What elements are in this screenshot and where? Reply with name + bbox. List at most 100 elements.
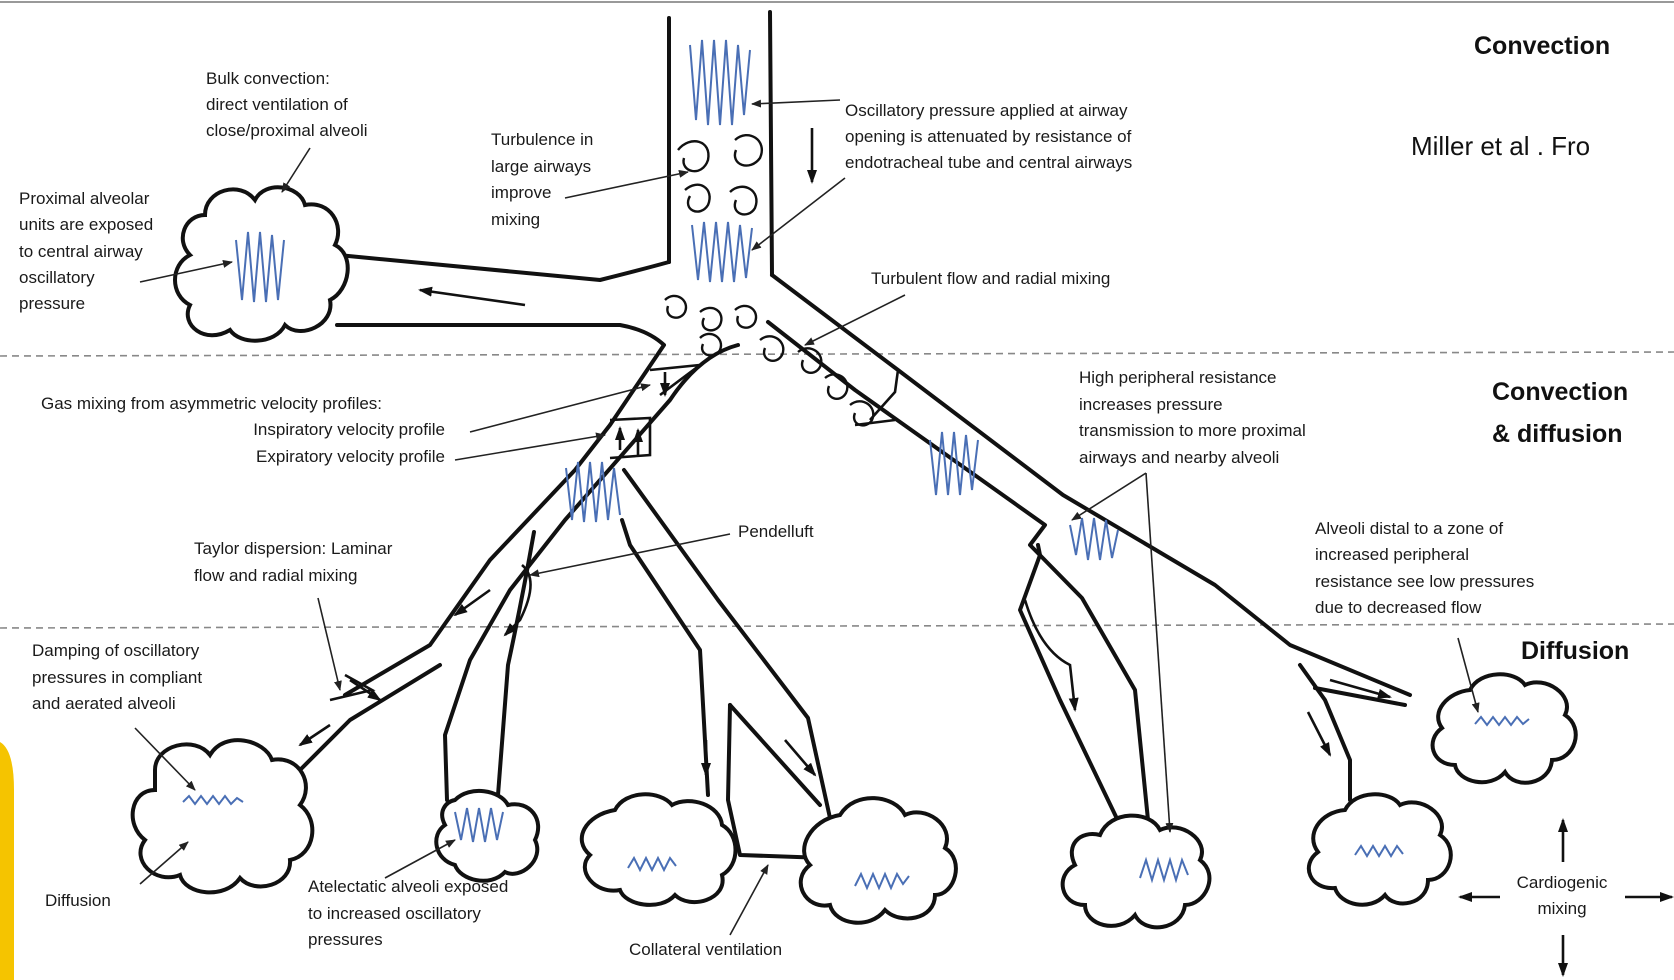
label-line: Proximal alveolar: [19, 189, 150, 208]
wave-trachea-top: [690, 40, 750, 125]
label-line: due to decreased flow: [1315, 598, 1482, 617]
eddy-5: [665, 296, 686, 318]
label-collateral: Collateral ventilation: [629, 940, 782, 959]
label-line: mixing: [491, 210, 540, 229]
right-distal-branch: [1300, 665, 1350, 800]
left-accent-bar: [0, 742, 14, 980]
alveolus-collateral-right: [801, 798, 956, 923]
eddy-11: [825, 374, 847, 398]
label-line: increases pressure: [1079, 395, 1223, 414]
label-line: increased peripheral: [1315, 545, 1469, 564]
label-diffusion: Diffusion: [45, 891, 111, 910]
eddy-1: [678, 141, 708, 171]
label-line: Taylor dispersion: Laminar: [194, 539, 393, 558]
label-turbulent-flow: Turbulent flow and radial mixing: [871, 269, 1110, 288]
label-line: transmission to more proximal: [1079, 421, 1306, 440]
label-line: mixing: [1537, 899, 1586, 918]
zone-title-diffusion: Diffusion: [1521, 637, 1629, 665]
label-line: large airways: [491, 157, 591, 176]
wave-right-bronchus: [930, 432, 978, 495]
zone-divider-upper: [0, 352, 1674, 356]
label-line: to central airway: [19, 242, 143, 261]
label-line: High peripheral resistance: [1079, 368, 1277, 387]
zone-divider-lower: [0, 624, 1674, 628]
label-line: Oscillatory pressure applied at airway: [845, 101, 1128, 120]
label-line: opening is attenuated by resistance of: [845, 127, 1132, 146]
leader-oscillatory-1: [752, 100, 840, 104]
left-branch-inner: [445, 345, 738, 800]
alveolus-collateral-left: [582, 794, 736, 905]
alveolus-distal-right: [1433, 674, 1576, 782]
wave-trachea-low: [692, 222, 752, 282]
label-inspiratory: Inspiratory velocity profile: [253, 420, 445, 439]
label-line: resistance see low pressures: [1315, 572, 1534, 591]
eddy-4: [730, 187, 756, 215]
label-line: oscillatory: [19, 268, 95, 287]
flow-arrow-left-bronchus: [420, 290, 525, 305]
label-damping: Damping of oscillatory pressures in comp…: [32, 641, 202, 713]
label-alveoli-distal: Alveoli distal to a zone of increased pe…: [1315, 519, 1534, 617]
label-line: Atelectatic alveoli exposed: [308, 877, 508, 896]
left-bronchus-lower: [337, 325, 664, 695]
right-bronchus-upper: [772, 275, 1410, 695]
flow-arrow-distal-lower: [1308, 712, 1330, 755]
eddy-3: [685, 185, 710, 212]
label-line: Damping of oscillatory: [32, 641, 200, 660]
right-eddy-box-base: [855, 420, 895, 425]
label-high-peripheral: High peripheral resistance increases pre…: [1079, 368, 1306, 467]
label-line: Turbulence in: [491, 130, 593, 149]
leader-bulk-convection: [282, 148, 310, 192]
leader-taylor: [318, 598, 340, 690]
leader-high-resistance-2: [1146, 473, 1170, 832]
right-distal-upper: [1315, 688, 1405, 705]
eddy-2: [735, 135, 762, 165]
eddy-7: [735, 306, 756, 328]
alveolus-right-lower: [1309, 794, 1451, 904]
label-line: Cardiogenic: [1517, 873, 1608, 892]
label-atelectatic: Atelectatic alveoli exposed to increased…: [308, 877, 508, 949]
eddy-9: [760, 336, 783, 360]
label-cardiogenic: Cardiogenic mixing: [1517, 873, 1608, 918]
zone-title-convection-diffusion-2: & diffusion: [1492, 420, 1623, 448]
zone-title-convection-diffusion-1: Convection: [1492, 378, 1628, 406]
alveolus-proximal: [175, 187, 348, 340]
label-taylor: Taylor dispersion: Laminar flow and radi…: [194, 539, 393, 585]
label-line: units are exposed: [19, 215, 153, 234]
label-line: pressures in compliant: [32, 668, 202, 687]
alveolus-atelectatic: [436, 791, 538, 881]
central-branch-left: [622, 520, 708, 795]
label-line: Alveoli distal to a zone of: [1315, 519, 1503, 538]
label-line: to increased oscillatory: [308, 904, 481, 923]
label-pendelluft: Pendelluft: [738, 522, 814, 541]
eddy-12: [850, 401, 873, 425]
leader-oscillatory-2: [752, 178, 845, 250]
label-line: flow and radial mixing: [194, 566, 357, 585]
alveolus-left-damping: [133, 740, 313, 892]
left-bronchus-upper: [338, 255, 669, 280]
label-line: Bulk convection:: [206, 69, 330, 88]
label-gas-mixing: Gas mixing from asymmetric velocity prof…: [41, 394, 382, 413]
flow-arrow-right-mid: [1025, 600, 1075, 710]
leader-collateral: [730, 865, 768, 935]
zone-title-convection: Convection: [1474, 32, 1610, 60]
label-turbulence: Turbulence in large airways improve mixi…: [491, 130, 593, 229]
eddy-6: [700, 308, 721, 330]
taylor-profile: [330, 675, 372, 700]
label-line: direct ventilation of: [206, 95, 348, 114]
label-line: close/proximal alveoli: [206, 121, 368, 140]
label-line: endotracheal tube and central airways: [845, 153, 1132, 172]
label-expiratory: Expiratory velocity profile: [256, 447, 445, 466]
label-bulk-convection: Bulk convection: direct ventilation of c…: [206, 69, 368, 140]
leader-expiratory: [455, 435, 605, 460]
label-line: improve: [491, 183, 551, 202]
label-line: pressure: [19, 294, 85, 313]
leader-high-resistance-1: [1072, 473, 1146, 520]
expiratory-profile-box: [610, 418, 650, 458]
label-line: and aerated alveoli: [32, 694, 176, 713]
label-line: pressures: [308, 930, 383, 949]
label-line: airways and nearby alveoli: [1079, 448, 1279, 467]
label-proximal-units: Proximal alveolar units are exposed to c…: [19, 189, 153, 313]
label-oscillatory-pressure: Oscillatory pressure applied at airway o…: [845, 101, 1132, 172]
eddy-8: [700, 334, 721, 355]
